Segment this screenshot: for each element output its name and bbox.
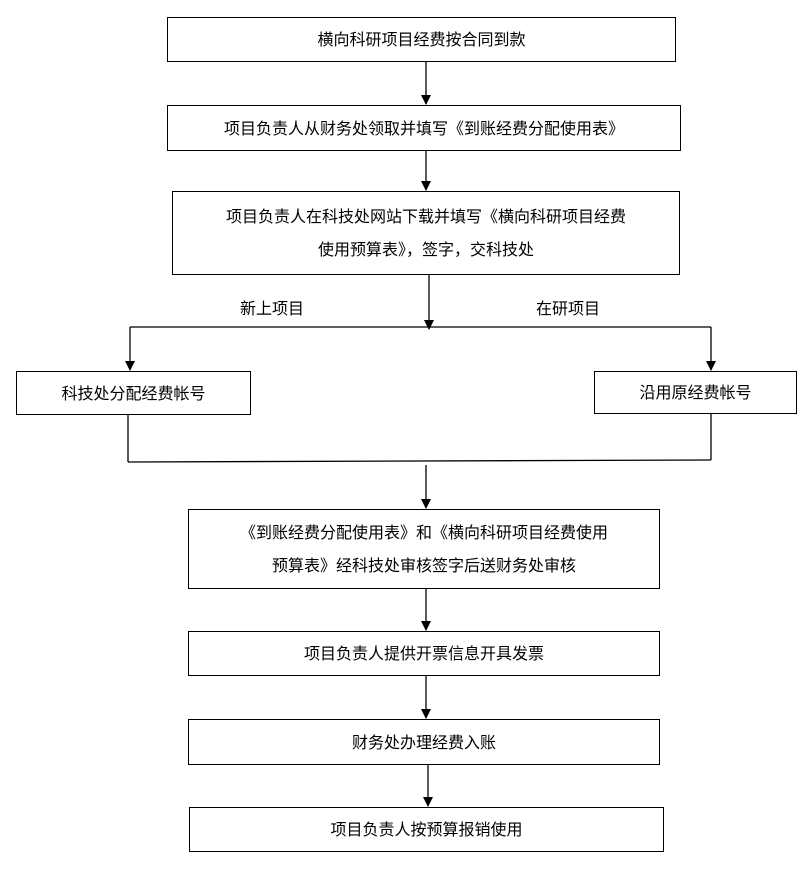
step-download-budget-form-box: 项目负责人在科技处网站下载并填写《横向科研项目经费 使用预算表》，签字，交科技处 — [172, 191, 680, 275]
step-fill-allocation-form-box: 项目负责人从财务处领取并填写《到账经费分配使用表》 — [167, 105, 681, 151]
step-review-approval-line1: 《到账经费分配使用表》和《横向科研项目经费使用 — [239, 523, 608, 542]
step-download-budget-form-line1: 项目负责人在科技处网站下载并填写《横向科研项目经费 — [225, 207, 626, 226]
merge-horizontal — [127, 459, 712, 463]
left-assign-account-text: 科技处分配经费帐号 — [61, 383, 206, 403]
step-reimbursement-box: 项目负责人按预算报销使用 — [189, 807, 664, 852]
step-review-approval-line2: 预算表》经科技处审核签字后送财务处审核 — [271, 556, 576, 575]
branch-label-ongoing-project: 在研项目 — [536, 299, 601, 318]
step-review-approval-box: 《到账经费分配使用表》和《横向科研项目经费使用 预算表》经科技处审核签字后送财务… — [188, 509, 660, 589]
right-reuse-account-box: 沿用原经费帐号 — [594, 371, 797, 414]
branch-label-new-project: 新上项目 — [240, 299, 305, 318]
step-funds-arrival-box: 横向科研项目经费按合同到款 — [167, 17, 676, 62]
step-issue-invoice-text: 项目负责人提供开票信息开具发票 — [303, 644, 544, 663]
left-assign-account-box: 科技处分配经费帐号 — [16, 371, 251, 415]
step-funds-booking-box: 财务处办理经费入账 — [188, 719, 660, 765]
step-issue-invoice-box: 项目负责人提供开票信息开具发票 — [188, 631, 660, 676]
right-reuse-account-text: 沿用原经费帐号 — [639, 383, 752, 402]
step-download-budget-form-line2: 使用预算表》，签字，交科技处 — [317, 240, 534, 259]
step-funds-booking-text: 财务处办理经费入账 — [351, 732, 496, 752]
step-funds-arrival-text: 横向科研项目经费按合同到款 — [317, 30, 526, 49]
step-reimbursement-text: 项目负责人按预算报销使用 — [330, 820, 523, 839]
step-fill-allocation-form-text: 项目负责人从财务处领取并填写《到账经费分配使用表》 — [223, 118, 624, 138]
